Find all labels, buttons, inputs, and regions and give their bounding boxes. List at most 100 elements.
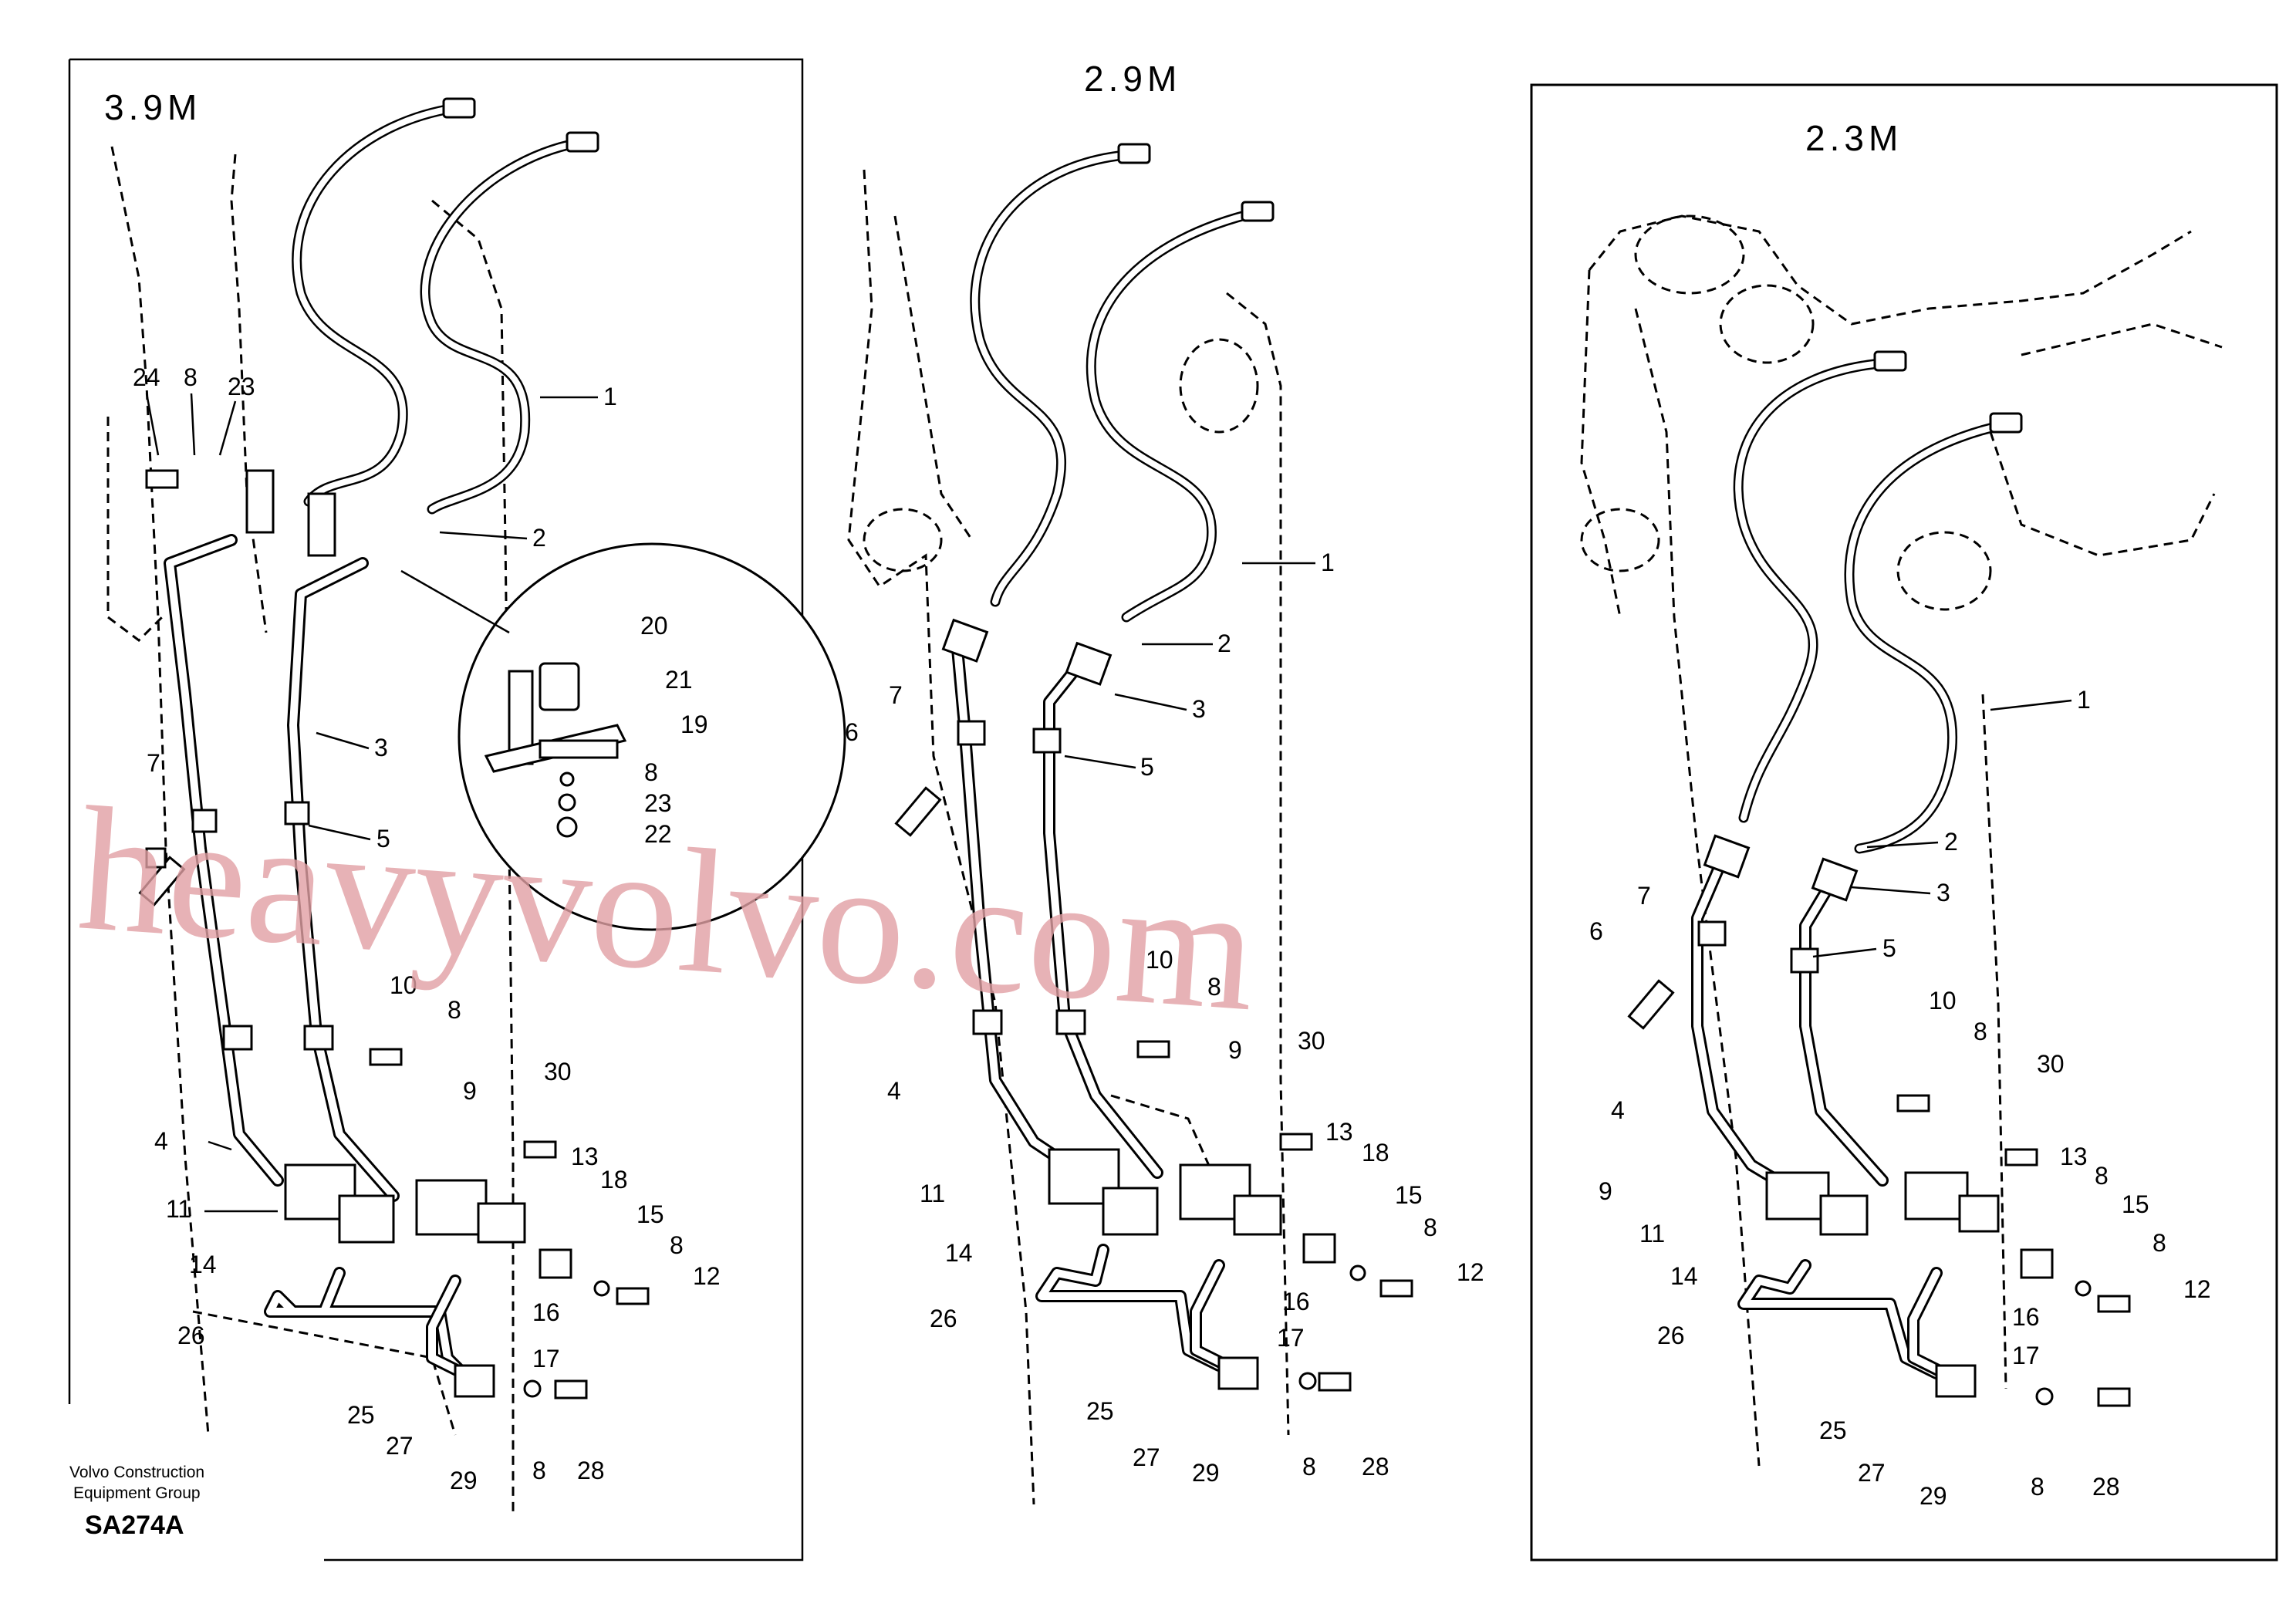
callout: 8	[1423, 1214, 1437, 1241]
callout: 29	[1192, 1459, 1220, 1487]
callout: 17	[532, 1345, 560, 1372]
callout: 28	[577, 1457, 605, 1484]
callout: 6	[845, 718, 859, 746]
callout: 29	[450, 1467, 478, 1494]
callout: 6	[1589, 917, 1603, 945]
callout: 7	[1637, 882, 1651, 910]
callout: 9	[463, 1077, 477, 1105]
callout: 15	[2122, 1190, 2149, 1218]
callout: 3	[1936, 879, 1950, 907]
callout: 8	[2095, 1162, 2109, 1190]
callout: 4	[887, 1077, 901, 1105]
callout: 18	[1362, 1139, 1389, 1167]
callout: 1	[603, 383, 617, 410]
callout: 5	[376, 825, 390, 853]
callout: 28	[2092, 1473, 2120, 1501]
callout: 11	[166, 1195, 191, 1223]
callout: 16	[2012, 1303, 2040, 1331]
callout: 10	[1146, 946, 1173, 974]
callout: 20	[640, 612, 668, 640]
callout: 28	[1362, 1453, 1389, 1481]
callout: 18	[600, 1166, 628, 1194]
callout: 26	[177, 1322, 205, 1349]
callout: 11	[920, 1180, 945, 1207]
callout: 29	[1920, 1482, 1947, 1510]
callout: 12	[693, 1262, 721, 1290]
panel-2-drawing	[847, 143, 1413, 1505]
callout: 16	[1282, 1288, 1310, 1315]
callout: 25	[347, 1401, 375, 1429]
callout: 3	[1192, 695, 1206, 723]
watermark: heavyvolvo.com	[73, 769, 1262, 1048]
leader-lines	[145, 393, 2072, 1213]
callout: 12	[2183, 1275, 2211, 1303]
panel-2-callouts: 1 2 3 7 6 5 10 8 9 30 4 13 18 11 15 8 14…	[845, 549, 1484, 1487]
callout: 17	[2012, 1342, 2040, 1369]
callout: 8	[670, 1231, 684, 1259]
callout: 8	[2152, 1229, 2166, 1257]
callout: 8	[184, 363, 198, 391]
callout: 24	[133, 363, 160, 391]
panel-1-title: 3.9M	[104, 87, 201, 127]
callout: 16	[532, 1298, 560, 1326]
callout: 3	[374, 734, 388, 761]
callout: 8	[1302, 1453, 1316, 1481]
callout: 26	[930, 1305, 957, 1332]
callout: 4	[154, 1127, 168, 1155]
callout: 9	[1228, 1036, 1242, 1064]
callout: 7	[889, 681, 903, 709]
callout: 7	[147, 749, 160, 777]
callout: 5	[1882, 934, 1896, 962]
callout: 12	[1457, 1258, 1484, 1286]
callout: 15	[1395, 1181, 1423, 1209]
callout: 8	[644, 758, 658, 786]
callout: 1	[2077, 686, 2091, 714]
callout: 11	[1639, 1220, 1665, 1248]
callout: 8	[532, 1457, 546, 1484]
callout: 15	[636, 1200, 664, 1228]
callout: 14	[1670, 1262, 1698, 1290]
callout: 2	[1217, 630, 1231, 657]
callout: 30	[544, 1058, 572, 1085]
callout: 30	[2037, 1050, 2065, 1078]
callout: 2	[1944, 828, 1958, 856]
callout: 2	[532, 524, 546, 552]
callout: 17	[1277, 1324, 1305, 1352]
callout: 13	[1325, 1118, 1353, 1146]
callout: 21	[665, 666, 693, 694]
callout: 1	[1321, 549, 1335, 576]
panel-3-callouts: 1 2 3 7 6 5 10 8 30 4 13 9 8 11 15 8 14 …	[1589, 686, 2211, 1510]
diagram-code: SA274A	[85, 1511, 184, 1540]
callout: 27	[386, 1432, 414, 1460]
callout: 10	[1929, 987, 1957, 1015]
company-line-2: Equipment Group	[73, 1484, 201, 1502]
callout: 8	[447, 996, 461, 1024]
callout: 14	[945, 1239, 973, 1267]
company-line-1: Volvo Construction	[69, 1464, 204, 1481]
panel-1-drawing	[106, 97, 846, 1512]
callout: 10	[390, 971, 417, 999]
panel-2-title: 2.9M	[1084, 59, 1181, 99]
callout: 4	[1611, 1096, 1625, 1124]
callout: 9	[1599, 1177, 1612, 1205]
callout: 14	[189, 1251, 217, 1278]
callout: 8	[2031, 1473, 2044, 1501]
callout: 13	[571, 1143, 599, 1170]
callout: 13	[2060, 1143, 2088, 1170]
callout: 19	[680, 711, 708, 738]
callout: 23	[644, 789, 672, 817]
callout: 26	[1657, 1322, 1685, 1349]
callout: 23	[228, 373, 255, 400]
callout: 27	[1858, 1459, 1886, 1487]
callout: 27	[1133, 1443, 1160, 1471]
callout: 22	[644, 820, 672, 848]
callout: 8	[1207, 973, 1221, 1001]
callout: 25	[1819, 1416, 1847, 1444]
callout: 30	[1298, 1027, 1325, 1055]
callout: 25	[1086, 1397, 1114, 1425]
callout: 5	[1140, 753, 1154, 781]
panel-3-drawing	[1580, 214, 2223, 1467]
callout: 8	[1974, 1018, 1987, 1045]
panel-1-callouts: 24 8 23 1 2 20 21 19 8 23 22 3 7 5 10 8 …	[133, 363, 721, 1494]
